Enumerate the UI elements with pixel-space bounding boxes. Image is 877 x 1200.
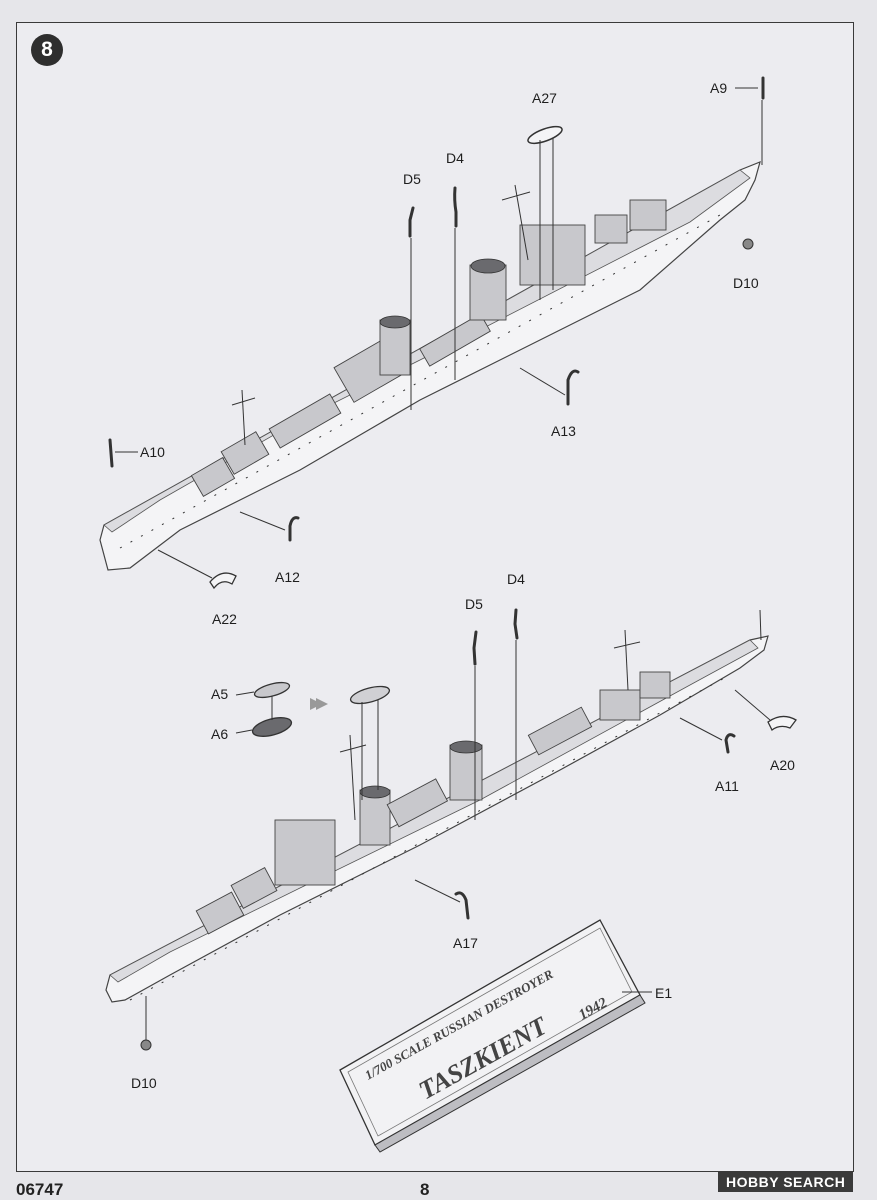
part-a11 [724,733,736,754]
top-ship-callouts: A9 A27 D4 D5 D10 A13 A10 A12 A22 [108,76,765,627]
bottom-fwd-turret-a [195,891,245,935]
top-ship [99,160,761,571]
label-a6: A6 [211,726,228,742]
part-d4-bottom [513,608,519,640]
label-a22: A22 [212,611,237,627]
label-a20: A20 [770,757,795,773]
top-aft-deckhouse [220,431,270,475]
part-d5-top [408,206,415,238]
top-aft-gun-turret [190,456,236,498]
part-a22 [209,572,237,590]
label-a17: A17 [453,935,478,951]
top-aft-funnel-cap [379,315,411,329]
part-a10 [108,438,114,468]
top-fwd-turret-b [594,214,628,244]
label-e1: E1 [655,985,672,1001]
part-d10-top [742,238,754,250]
bottom-aft-funnel [449,744,483,801]
top-fwd-funnel-cap [470,258,506,274]
part-d4-top [453,186,458,228]
label-a13: A13 [551,423,576,439]
bottom-ship [105,609,769,1003]
part-d5-bottom [472,630,478,666]
label-d10-top: D10 [733,275,759,291]
top-fwd-funnel [469,264,507,321]
part-a27 [527,125,563,145]
bottom-fwd-funnel-cap [359,785,391,799]
bottom-fwd-turret-b [230,866,278,910]
display-plaque: 1/700 SCALE RUSSIAN DESTROYER TASZKIENT … [339,919,672,1153]
watermark-logo: HOBBY SEARCH [718,1172,854,1192]
label-d10-bottom: D10 [131,1075,157,1091]
top-fwd-mast [514,184,529,261]
step-number-badge: 8 [31,34,63,66]
assembly-diagram: A9 A27 D4 D5 D10 A13 A10 A12 A22 [99,76,797,1153]
part-a6 [251,717,293,737]
product-code: 06747 [16,1180,64,1199]
part-a5 [253,681,291,699]
label-a9: A9 [710,80,727,96]
top-torpedo-tubes-aft [268,393,342,449]
part-a12 [288,516,300,542]
label-a10: A10 [140,444,165,460]
bottom-aft-deckhouse [599,689,641,721]
bottom-aft-funnel-cap [449,740,483,754]
part-a13 [566,369,580,406]
plaque-base [374,994,646,1153]
bottom-bridge [274,819,336,886]
bottom-torpedo-tubes-fwd [386,778,449,828]
label-a27: A27 [532,90,557,106]
assembly-arrow-icon [310,698,328,710]
top-aft-mast [241,389,246,446]
assembled-boat [349,685,391,705]
plaque-face [339,919,641,1146]
part-d10-bottom [140,1039,152,1051]
part-a20 [767,715,797,731]
label-d5-top: D5 [403,171,421,187]
bottom-aft-mast [624,629,629,691]
part-a17 [454,891,470,920]
label-a11: A11 [715,778,739,794]
label-a12: A12 [275,569,300,585]
bottom-fwd-funnel [359,789,391,846]
label-d4-bottom: D4 [507,571,525,587]
top-fwd-turret-a [629,199,667,231]
bottom-ship-callouts: D4 D5 A5 A6 A20 A11 A17 D10 [131,571,797,1091]
bottom-aft-turret [639,671,671,699]
label-d4-top: D4 [446,150,464,166]
bottom-torpedo-tubes-aft [527,706,593,756]
label-a5: A5 [211,686,228,702]
label-d5-bottom: D5 [465,596,483,612]
page-number: 8 [420,1180,430,1199]
